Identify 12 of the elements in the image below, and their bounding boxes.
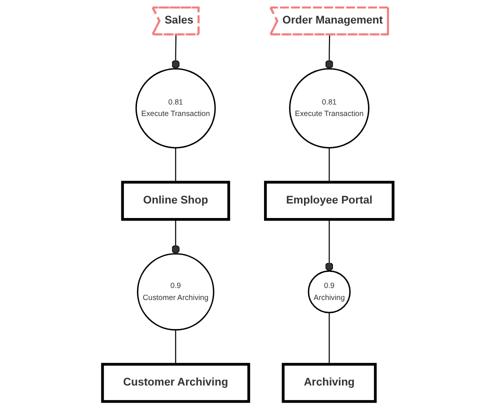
node-box: Online Shop bbox=[121, 180, 230, 221]
connector bbox=[175, 148, 176, 182]
connector bbox=[325, 34, 334, 69]
connector bbox=[328, 312, 330, 364]
node-box: Customer Archiving bbox=[101, 362, 250, 403]
connector bbox=[175, 330, 176, 364]
connector bbox=[172, 34, 180, 69]
connector bbox=[172, 219, 180, 254]
connector bbox=[325, 219, 334, 272]
node-box: Employee Portal bbox=[264, 180, 395, 221]
node-box: Archiving bbox=[282, 362, 377, 403]
connector bbox=[328, 148, 330, 182]
